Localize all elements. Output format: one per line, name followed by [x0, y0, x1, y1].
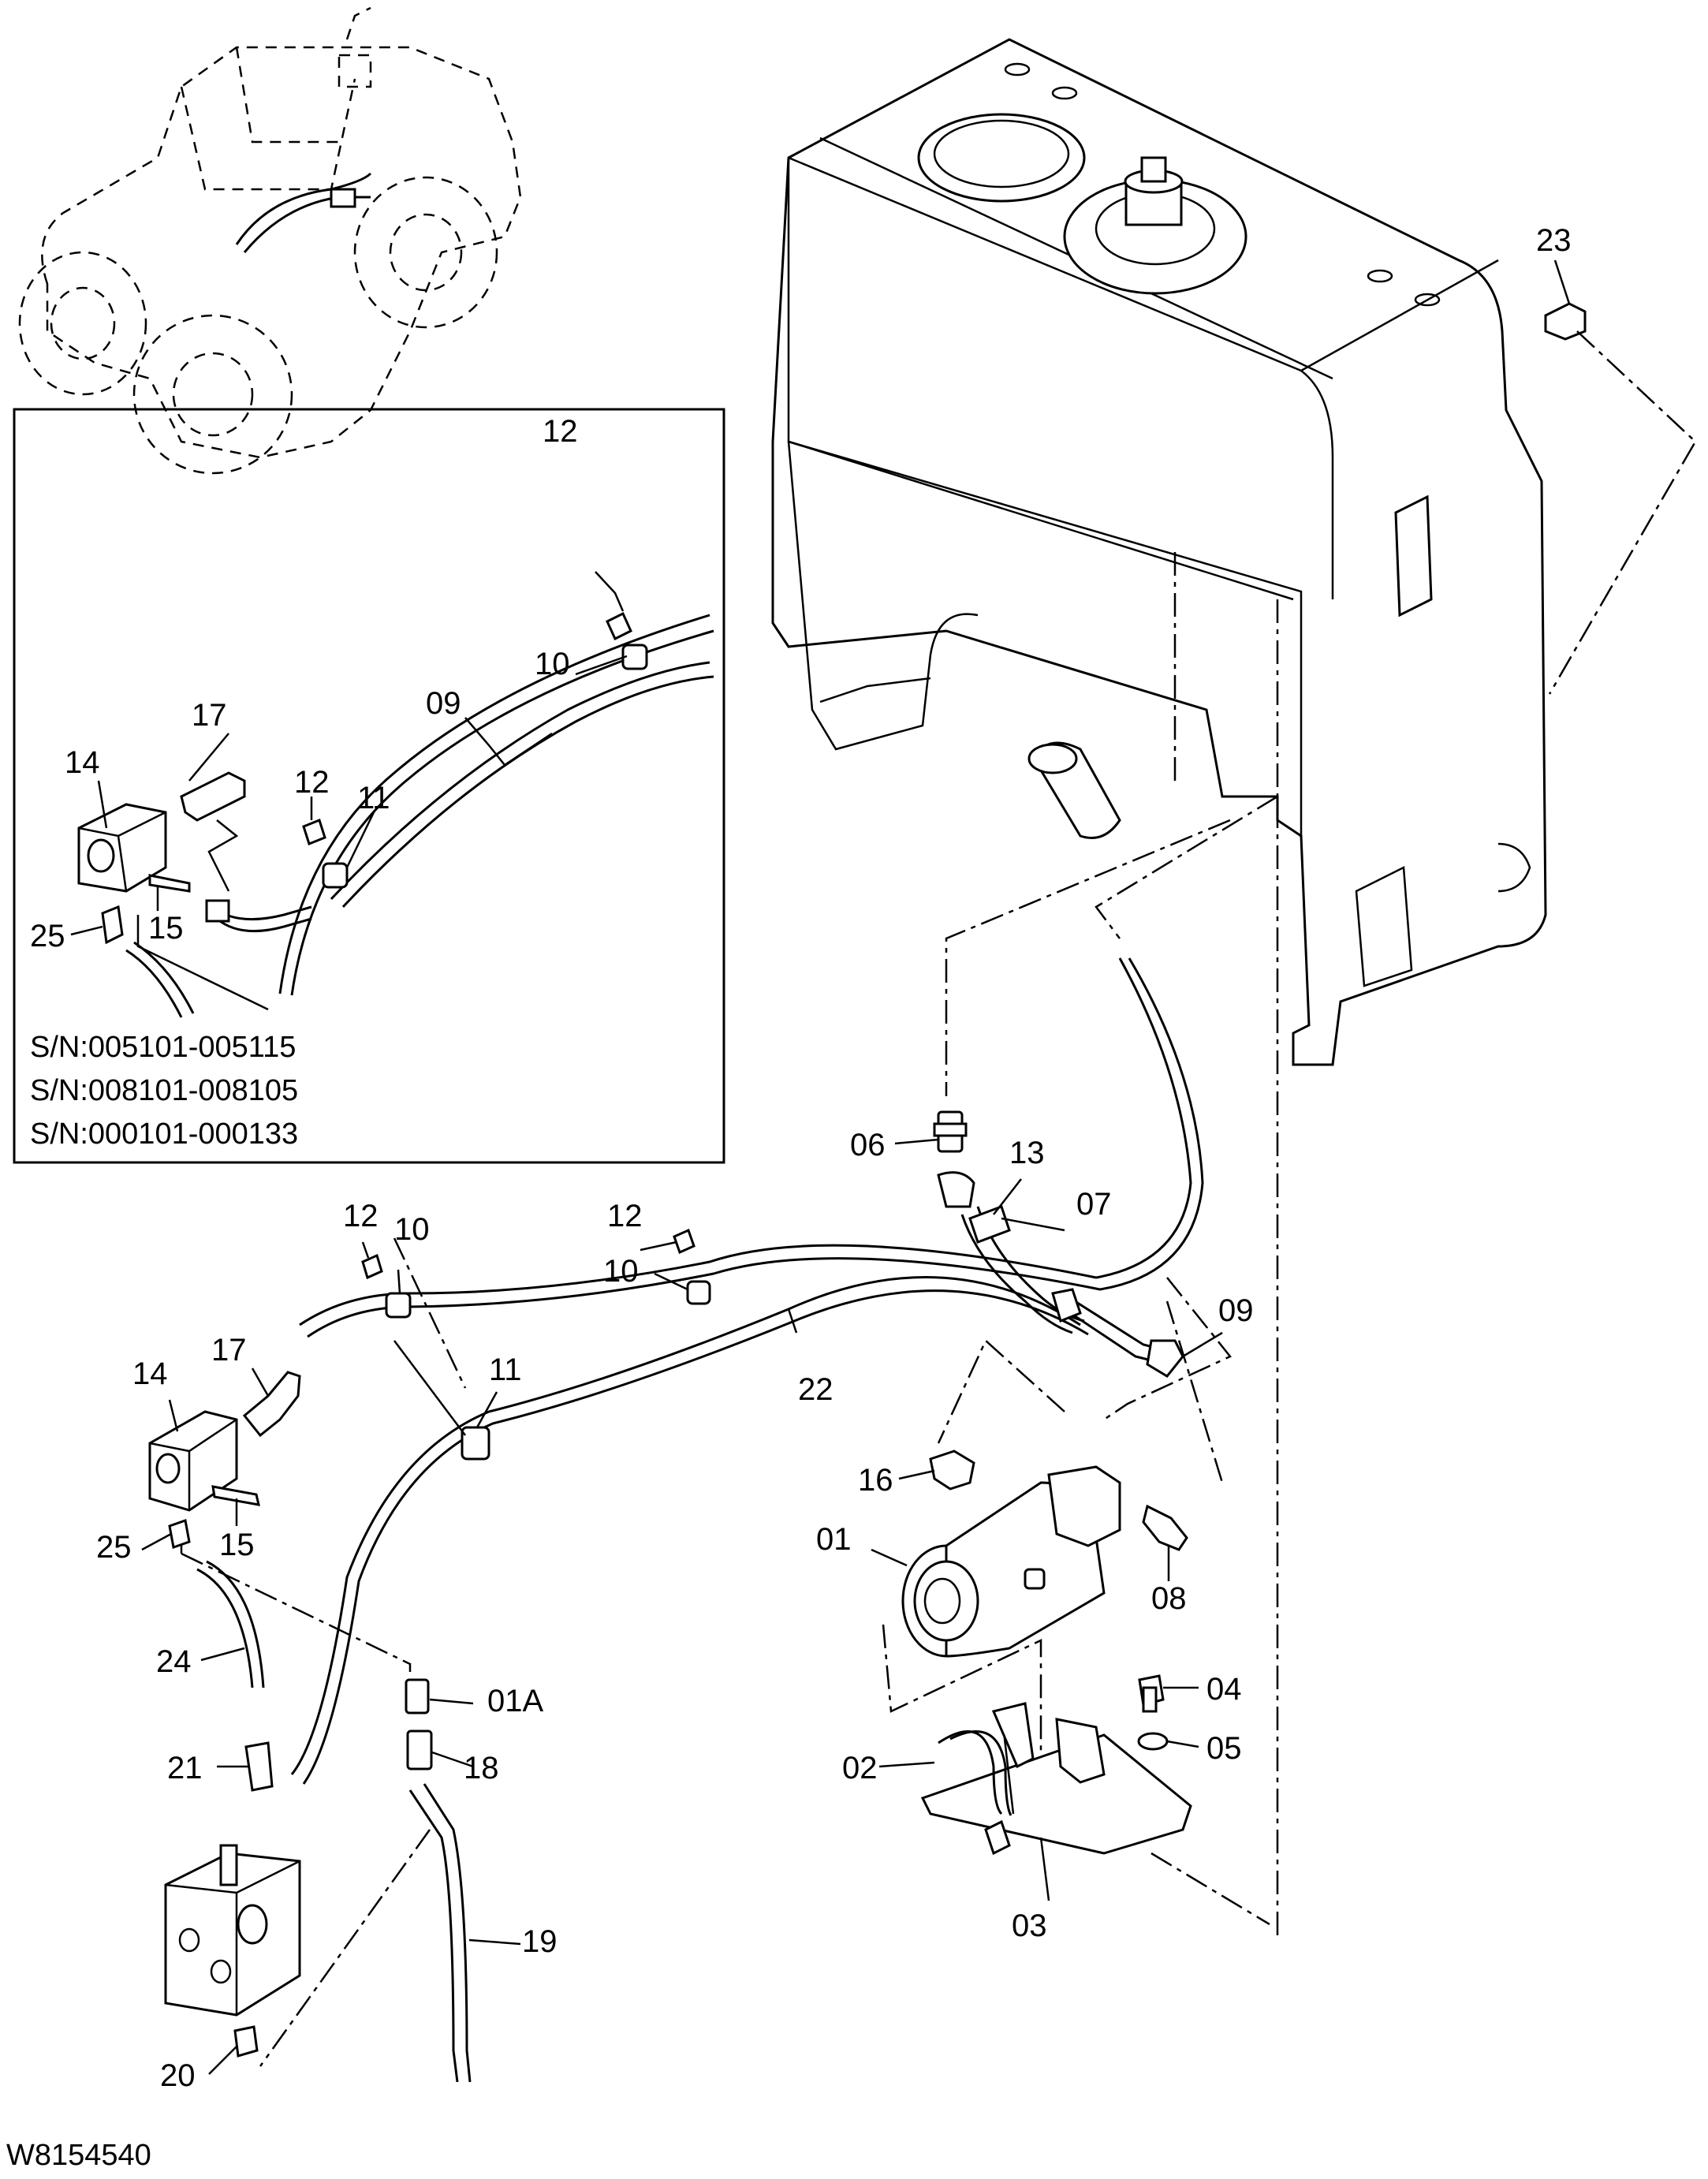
- bolt-12-right: [673, 1228, 696, 1255]
- machine-overview: [18, 6, 522, 475]
- callout-14: 14: [132, 1356, 168, 1391]
- callout-13: 13: [1009, 1136, 1045, 1170]
- clamp-10-left: [385, 1292, 412, 1319]
- callout-01: 01: [816, 1522, 852, 1557]
- inset-callout-12-top: 12: [543, 414, 578, 449]
- callout-16: 16: [858, 1463, 893, 1498]
- serial-number-2: S/N:008101-008105: [30, 1074, 298, 1107]
- inset-callout-11: 11: [357, 781, 390, 815]
- serial-number-1: S/N:005101-005115: [30, 1031, 296, 1064]
- part-17-elbow: [242, 1371, 301, 1438]
- part-14-block: [148, 1410, 238, 1512]
- hydraulic-tank: [771, 38, 1547, 1066]
- callout-24: 24: [156, 1644, 192, 1679]
- inset-clamp-11: [322, 862, 349, 889]
- callout-12-right: 12: [607, 1199, 643, 1233]
- inset-elbow-17: [180, 771, 246, 822]
- clamp-11: [461, 1426, 490, 1461]
- inset-callout-25: 25: [30, 919, 65, 953]
- hose-assemblies: [196, 957, 1204, 2083]
- callout-11: 11: [489, 1353, 522, 1387]
- part-16-fitting: [929, 1450, 975, 1491]
- serial-number-list: S/N:005101-005115 S/N:008101-008105 S/N:…: [30, 1031, 298, 1151]
- inset-callout-15: 15: [148, 911, 184, 946]
- callout-18: 18: [464, 1751, 499, 1785]
- inset-callout-12-mid: 12: [294, 765, 330, 800]
- part-06-fitting: [933, 1110, 968, 1153]
- part-02-03-bracket: [920, 1702, 1192, 1856]
- callout-25: 25: [96, 1530, 132, 1565]
- inset-detail: [13, 408, 725, 1164]
- drawing-id: W8154540: [6, 2139, 151, 2172]
- tank-cover: [917, 113, 1086, 203]
- part-04-bolt: [1138, 1674, 1165, 1713]
- callout-labels: 12 10 09 11 12 17 14 15 25 23 06 13 07 0…: [30, 223, 1572, 2093]
- callout-12-left: 12: [343, 1199, 379, 1233]
- part-21-tee: [244, 1741, 274, 1792]
- callout-23: 23: [1536, 223, 1572, 258]
- valve-block: [164, 1844, 301, 2017]
- bolt-12-left: [361, 1253, 383, 1280]
- callout-07: 07: [1076, 1187, 1112, 1222]
- callout-21: 21: [167, 1751, 203, 1785]
- callout-02: 02: [842, 1751, 878, 1785]
- reference-lines: [180, 552, 1279, 2067]
- callout-15: 15: [219, 1528, 255, 1562]
- callout-22: 22: [798, 1372, 833, 1407]
- callout-04: 04: [1206, 1672, 1242, 1707]
- part-15-bolt: [211, 1485, 260, 1506]
- callout-05: 05: [1206, 1731, 1242, 1766]
- serial-number-3: S/N:000101-000133: [30, 1117, 298, 1151]
- clamp-10-right: [686, 1280, 711, 1305]
- part-09-end: [1146, 1339, 1184, 1378]
- part-20-plug: [233, 2025, 259, 2058]
- sight-gauge: [1394, 494, 1433, 618]
- inset-callout-14: 14: [65, 745, 100, 780]
- clamp-13: [968, 1205, 1011, 1244]
- clamps-and-bolts: [361, 1205, 1011, 1461]
- part-18-fitting: [406, 1729, 433, 1770]
- callout-17: 17: [211, 1333, 247, 1367]
- part-01-motor: [901, 1465, 1121, 1658]
- callout-19: 19: [522, 1924, 558, 1959]
- hose-07-coupling: [1051, 1288, 1082, 1323]
- leader-lines: [70, 259, 1571, 2075]
- part-08-fitting: [1142, 1504, 1188, 1551]
- inset-callout-10: 10: [535, 647, 570, 681]
- inset-frame: [13, 408, 725, 1164]
- callout-10-right: 10: [603, 1254, 639, 1289]
- inset-callout-17: 17: [192, 698, 227, 733]
- callout-09: 09: [1218, 1293, 1254, 1328]
- part-25-fitting: [168, 1519, 191, 1549]
- callout-01a: 01A: [487, 1684, 543, 1718]
- callout-10-left: 10: [394, 1212, 430, 1247]
- callout-06: 06: [850, 1128, 886, 1162]
- callout-20: 20: [160, 2058, 196, 2093]
- callout-03: 03: [1012, 1908, 1047, 1943]
- callout-08: 08: [1151, 1581, 1187, 1616]
- inset-callout-09: 09: [426, 686, 461, 721]
- part-05-washer: [1137, 1732, 1169, 1751]
- part-23-fitting: [1544, 302, 1697, 695]
- part-01a-sensor: [405, 1678, 430, 1714]
- hose-07-end: [937, 1171, 975, 1208]
